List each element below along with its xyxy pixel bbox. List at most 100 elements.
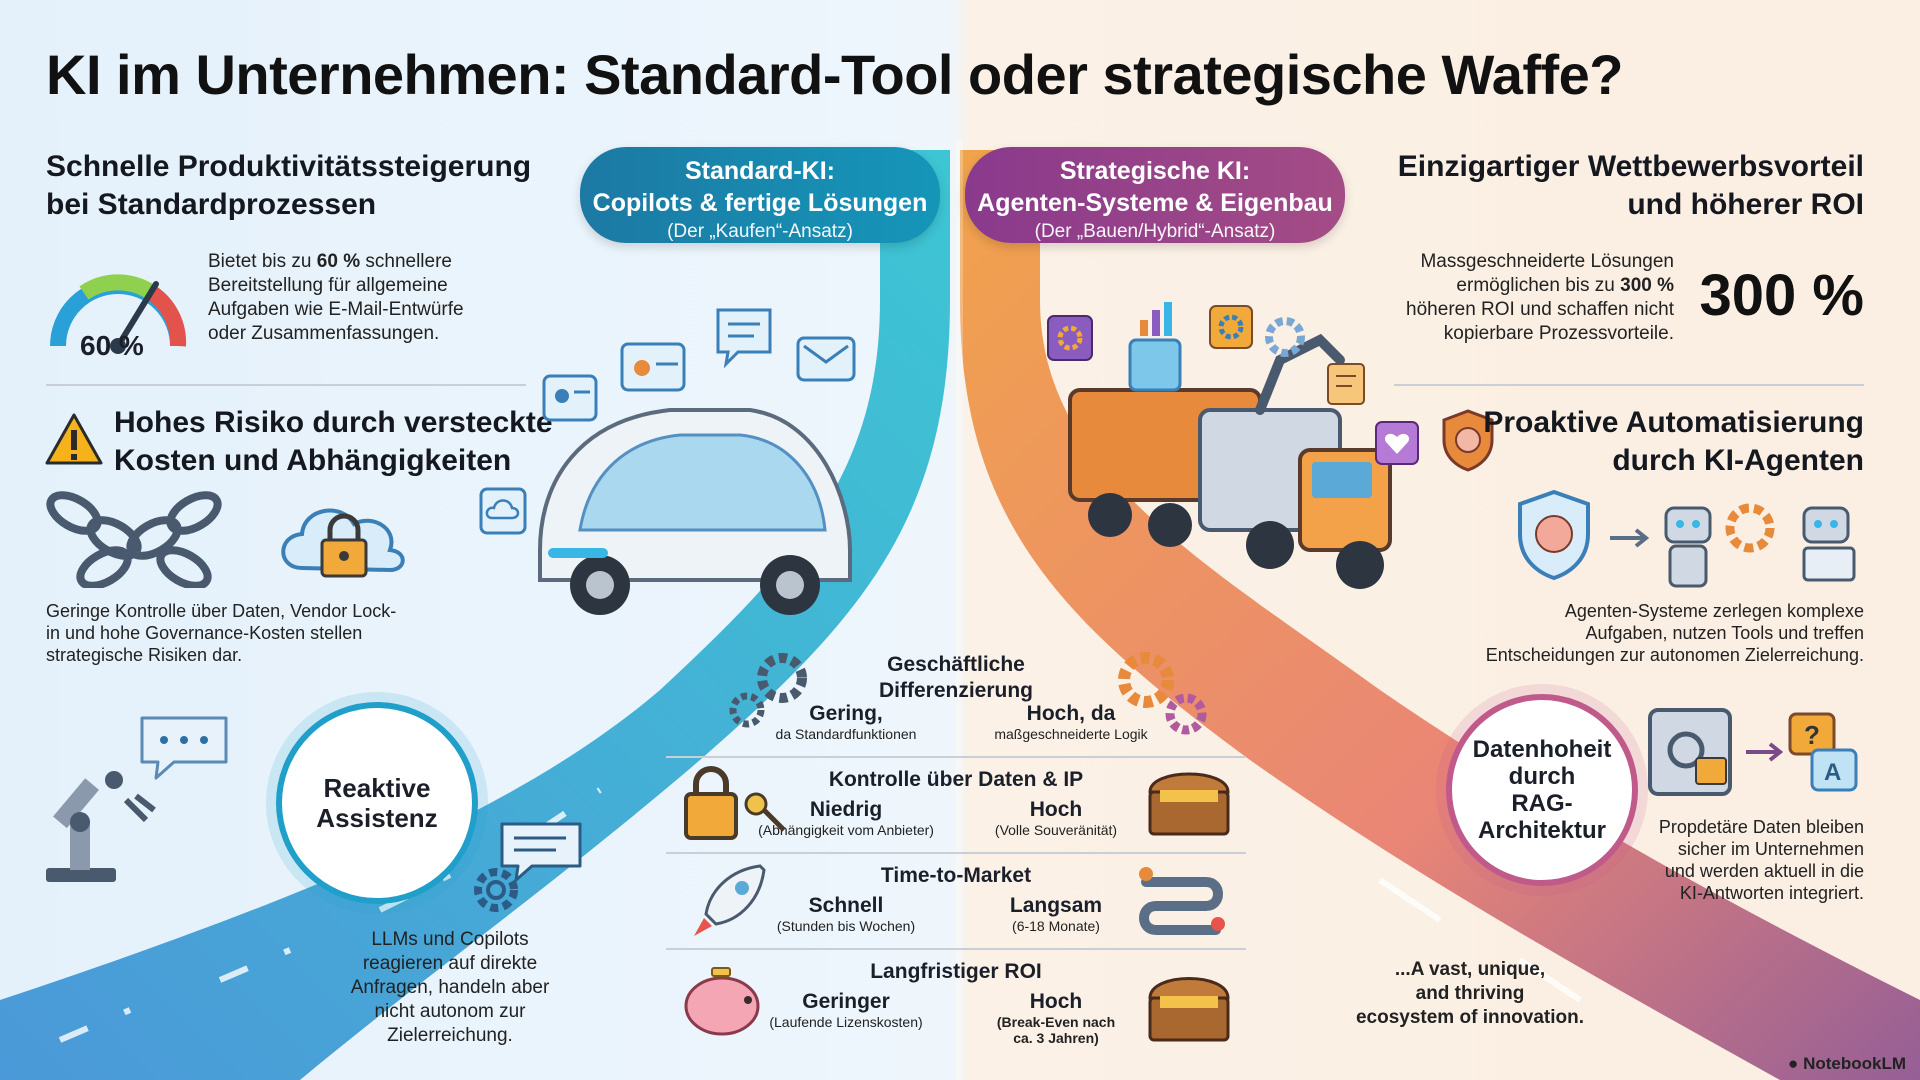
section-divider — [46, 384, 526, 386]
left-value: Schnell — [808, 894, 884, 917]
heart-tile-icon — [1375, 421, 1419, 465]
text-line: höheren ROI und schaffen nicht — [1406, 299, 1674, 320]
svg-text:A: A — [1824, 759, 1841, 786]
right-value: Langsam — [1009, 894, 1103, 917]
comparison-row: Time-to-Market Schnell (Stunden bis Woch… — [666, 864, 1246, 948]
heading-line2: durch KI-Agenten — [1612, 444, 1864, 477]
gear-tile-icon — [1047, 315, 1093, 361]
document-icon — [1327, 363, 1365, 405]
warning-icon — [45, 413, 103, 465]
section-divider — [1394, 384, 1864, 386]
circle-line2: durch — [1508, 763, 1576, 790]
circle-line2: Assistenz — [316, 803, 438, 833]
standard-ki-pill: Standard-KI: Copilots & fertige Lösungen… — [580, 147, 940, 243]
right-value: Hoch, da — [1026, 702, 1116, 725]
reactive-text: LLMs und Copilots reagieren auf direkte … — [330, 928, 570, 1048]
cloud-lock-icon — [281, 508, 405, 578]
text-part: Bietet bis zu — [208, 251, 317, 272]
heading-line2: Kosten und Abhängigkeiten — [114, 444, 512, 477]
heading-line1: Schnelle Produktivitätssteigerung — [46, 150, 532, 183]
row-title-line2: Differenzierung — [878, 679, 1033, 702]
ecosystem-text: ...A vast, unique, and thriving ecosyste… — [1340, 958, 1600, 1030]
text-line: Entscheidungen zur autonomen Zielerreich… — [1485, 645, 1864, 665]
heading-line1: Proaktive Automatisierung — [1483, 406, 1864, 439]
risk-heading: Hohes Risiko durch versteckte Kosten und… — [114, 404, 553, 480]
left-sub: (Laufende Lizenskosten) — [769, 1014, 923, 1030]
brand-label: NotebookLM — [1803, 1054, 1906, 1073]
heading-line2: und höherer ROI — [1627, 188, 1864, 221]
text-part: ermöglichen bis zu — [1456, 275, 1621, 296]
pill-title-line1: Standard-KI: — [685, 157, 835, 185]
text-line: und werden aktuell in die — [1664, 861, 1864, 881]
text-line: oder Zusammenfassungen. — [208, 323, 440, 344]
right-sub: (Break-Even nach — [996, 1014, 1116, 1030]
automation-text: Agenten-Systeme zerlegen komplexe Aufgab… — [1486, 600, 1864, 666]
advantage-heading: Einzigartiger Wettbewerbsvorteil und höh… — [1398, 148, 1864, 224]
text-line: Massgeschneiderte Lösungen — [1420, 251, 1674, 272]
text-line: Agenten-Systeme zerlegen komplexe — [1564, 601, 1864, 621]
row-divider — [666, 948, 1246, 950]
risk-text: Geringe Kontrolle über Daten, Vendor Loc… — [46, 600, 396, 666]
right-value: Hoch — [1029, 798, 1083, 821]
left-value: Niedrig — [809, 798, 883, 821]
svg-text:?: ? — [1804, 720, 1820, 750]
row-divider — [666, 756, 1246, 758]
automation-heading: Proaktive Automatisierung durch KI-Agent… — [1483, 404, 1864, 480]
row-title: Time-to-Market — [880, 864, 1032, 887]
data-sovereignty-text: Propdetäre Daten bleiben sicher im Unter… — [1659, 816, 1864, 904]
text-line: sicher im Unternehmen — [1677, 839, 1864, 859]
chat-bubble-icon — [140, 716, 228, 780]
text-line: and thriving — [1415, 983, 1525, 1004]
row-title-line1: Geschäftliche — [887, 653, 1025, 676]
profile-window-icon — [620, 342, 686, 392]
circle-line4: Architektur — [1477, 817, 1607, 844]
route-map-icon — [1139, 867, 1225, 935]
brand-icon: ● — [1788, 1054, 1799, 1073]
right-road — [960, 150, 1920, 1080]
gears-icon — [729, 653, 807, 728]
brain-shield-icon — [1442, 409, 1494, 472]
lock-key-icon — [684, 766, 786, 840]
text-bold: 300 % — [1620, 275, 1674, 296]
gear-tile-icon — [1209, 305, 1253, 349]
text-line: LLMs und Copilots — [371, 929, 529, 950]
comparison-table: Geschäftliche Differenzierung Gering, da… — [666, 646, 1246, 1066]
gauge-icon — [50, 274, 187, 354]
notebooklm-brand: ● NotebookLM — [1788, 1054, 1906, 1074]
row-title: Kontrolle über Daten & IP — [828, 768, 1084, 791]
right-cell: Hoch (Break-Even nach ca. 3 Jahren) — [966, 990, 1146, 1046]
left-cell: Geringer (Laufende Lizenskosten) — [746, 990, 946, 1030]
circle-line1: Datenhoheit — [1472, 736, 1612, 763]
datenhoheit-circle: Datenhoheit durch RAG- Architektur — [1446, 694, 1638, 886]
gear-icon — [1265, 317, 1305, 357]
agent-workflow-icon — [1518, 489, 1856, 588]
text-line: reagieren auf direkte — [362, 953, 538, 974]
left-sub: (Stunden bis Wochen) — [776, 918, 916, 934]
comparison-row: Kontrolle über Daten & IP Niedrig (Abhän… — [666, 768, 1246, 852]
comparison-row: Geschäftliche Differenzierung Gering, da… — [666, 646, 1246, 746]
pill-title-line2: Copilots & fertige Lösungen — [592, 189, 928, 217]
rocket-icon — [694, 864, 766, 936]
right-value: Hoch — [1029, 990, 1083, 1013]
piggy-bank-icon — [684, 967, 760, 1036]
left-sub: da Standardfunktionen — [775, 726, 917, 742]
chain-icon — [46, 491, 222, 588]
heading-line1: Hohes Risiko durch versteckte — [114, 406, 553, 439]
heading-line1: Einzigartiger Wettbewerbsvorteil — [1397, 150, 1864, 183]
treasure-chest-icon — [1148, 772, 1230, 836]
document-bubble-icon — [716, 308, 772, 369]
text-line: kopierbare Prozessvorteile. — [1443, 323, 1674, 344]
autonomous-car-illustration — [538, 408, 852, 615]
colorful-gears-icon — [1118, 652, 1207, 735]
reaktive-assistenz-circle: Reaktive Assistenz — [276, 702, 478, 904]
gear-icon — [474, 868, 518, 912]
right-cell: Langsam (6-18 Monate) — [966, 894, 1146, 934]
circle-line1: Reaktive — [323, 773, 431, 803]
circle-line3: RAG- — [1511, 790, 1573, 817]
text-line: nicht autonom zur — [374, 1001, 526, 1022]
strategische-ki-pill: Strategische KI: Agenten-Systeme & Eigen… — [965, 147, 1345, 243]
left-sub: (Abhängigkeit vom Anbieter) — [758, 822, 934, 838]
left-value: Gering, — [809, 702, 883, 725]
productivity-heading: Schnelle Produktivitätssteigerung bei St… — [46, 148, 531, 224]
right-sub: (6-18 Monate) — [1012, 918, 1100, 934]
